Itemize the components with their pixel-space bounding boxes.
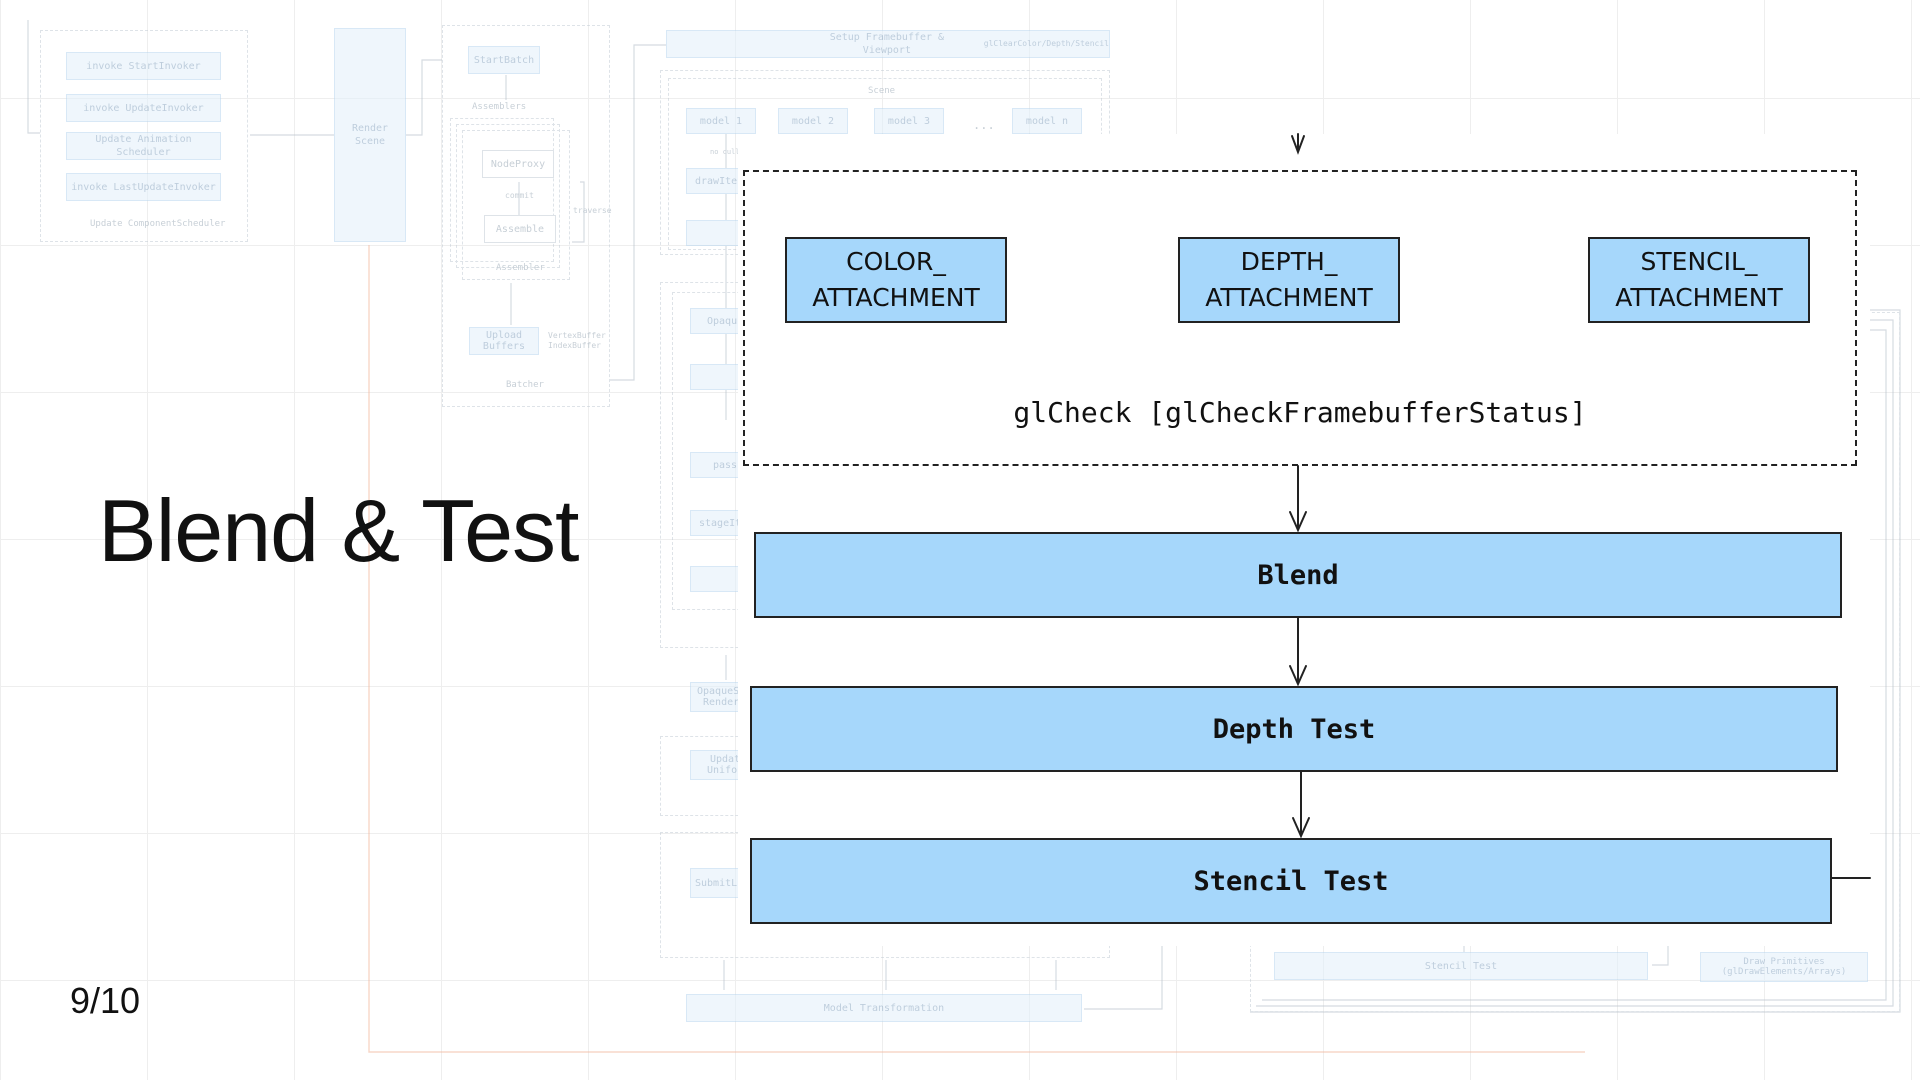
stencil-attachment-box: STENCIL_ ATTACHMENT: [1588, 237, 1810, 323]
depth-attachment-box: DEPTH_ ATTACHMENT: [1178, 237, 1400, 323]
model-1-box: model 1: [686, 108, 756, 134]
batcher-caption: Batcher: [506, 380, 544, 390]
glcheck-label: glCheck [glCheckFramebufferStatus]: [1013, 396, 1587, 429]
setup-framebuffer-label: Setup Framebuffer & Viewport: [829, 32, 945, 56]
node-proxy-box: NodeProxy: [482, 150, 554, 178]
start-batch-box: StartBatch: [468, 46, 540, 74]
model-2-box: model 2: [778, 108, 848, 134]
setup-framebuffer-box: Setup Framebuffer & Viewport glClearColo…: [666, 30, 1110, 58]
traverse-label: traverse: [573, 206, 612, 215]
model-ellipsis: ...: [973, 118, 995, 132]
batcher-group: [442, 25, 610, 407]
assemblers-stack-3: [462, 130, 570, 280]
component-scheduler-caption: Update ComponentScheduler: [90, 219, 226, 229]
assemblers-stack-1: [450, 118, 554, 262]
assemblers-stack-2: [456, 124, 560, 268]
buffers-label: VertexBuffer IndexBuffer: [548, 331, 606, 351]
model-n-box: model n: [1012, 108, 1082, 134]
upload-buffers-box: Upload Buffers: [469, 327, 539, 355]
setup-note: glClearColor/Depth/Stencil: [983, 38, 1109, 48]
update-invoker-box: invoke UpdateInvoker: [66, 94, 221, 122]
assembler-label: Assembler: [496, 263, 545, 273]
model-3-box: model 3: [874, 108, 944, 134]
depth-test-stage: Depth Test: [750, 686, 1838, 772]
no-cull-label: no cull: [710, 148, 740, 156]
stencil-test-faint-box: Stencil Test: [1274, 952, 1648, 980]
scene-label: Scene: [868, 86, 896, 96]
last-update-invoker-box: invoke LastUpdateInvoker: [66, 173, 221, 201]
assemble-box: Assemble: [484, 215, 556, 243]
commit-label: commit: [505, 191, 534, 200]
model-transformation-box: Model Transformation: [686, 994, 1082, 1022]
draw-primitives-box: Draw Primitives (glDrawElements/Arrays): [1700, 952, 1868, 982]
page-number: 9/10: [70, 980, 141, 1021]
render-scene-box: Render Scene: [334, 28, 406, 242]
component-scheduler-group: [40, 30, 248, 242]
blend-stage: Blend: [754, 532, 1842, 618]
assemblers-label: Assemblers: [472, 102, 527, 112]
start-invoker-box: invoke StartInvoker: [66, 52, 221, 80]
slide-title: Blend & Test: [98, 481, 579, 580]
stencil-test-stage: Stencil Test: [750, 838, 1832, 924]
color-attachment-box: COLOR_ ATTACHMENT: [785, 237, 1007, 323]
animation-scheduler-box: Update Animation Scheduler: [66, 132, 221, 160]
